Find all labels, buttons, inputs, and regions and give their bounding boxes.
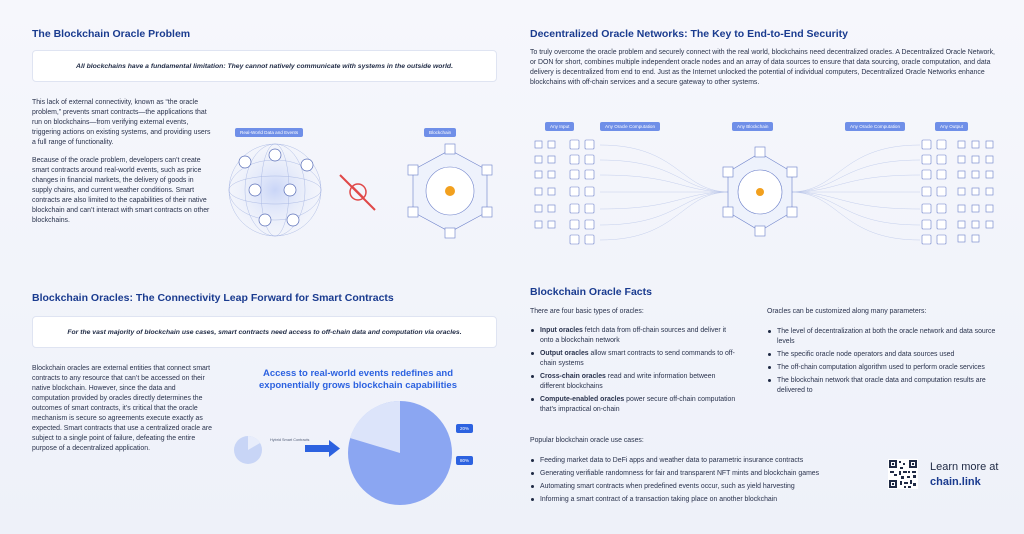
list-item: The blockchain network that oracle data … [767, 376, 999, 396]
oracle-problem-diagram [227, 142, 493, 239]
don-hexagon [722, 146, 798, 237]
facts-title: Blockchain Oracle Facts [530, 286, 652, 298]
blockchain-oracles-quote: For the vast majority of blockchain use … [32, 316, 497, 348]
world-sphere [227, 142, 323, 238]
qr-code-icon[interactable] [888, 459, 918, 489]
pct-badge-80: 80% [456, 456, 474, 465]
don-body: To truly overcome the oracle problem and… [530, 48, 1000, 96]
don-para: To truly overcome the oracle problem and… [530, 49, 995, 86]
use-cases-block: Popular blockchain oracle use cases: Fee… [530, 436, 880, 508]
pct-badge-20: 20% [456, 424, 474, 433]
blockchain-oracles-title: Blockchain Oracles: The Connectivity Lea… [32, 292, 394, 304]
capabilities-diagram [234, 400, 452, 505]
learn-more-text: Learn more at [930, 461, 999, 473]
output-node-grid [921, 139, 947, 245]
real-world-data-tag: Real-World Data and Events [235, 128, 304, 137]
use-cases-list: Feeding market data to DeFi apps and wea… [530, 456, 880, 505]
any-blockchain-tag: Any Blockchain [732, 122, 774, 131]
input-node-grid [569, 139, 595, 245]
blockchain-oracles-body: Blockchain oracles are external entities… [32, 364, 214, 462]
any-oracle-computation-tag-2: Any Oracle Computation [845, 122, 906, 131]
any-output-tag: Any Output [935, 122, 968, 131]
hybrid-label: Hybrid Smart Contracts [270, 438, 310, 442]
input-icons [534, 140, 556, 229]
any-oracle-computation-tag-1: Any Oracle Computation [600, 122, 661, 131]
blockchain-tag: Blockchain [424, 128, 457, 137]
list-item: Compute-enabled oracles power secure off… [530, 395, 740, 415]
oracle-params-list: The level of decentralization at both th… [767, 327, 999, 396]
oracle-params-intro: Oracles can be customized along many par… [767, 308, 927, 315]
use-cases-intro: Popular blockchain oracle use cases: [530, 437, 644, 444]
arrow-icon [305, 440, 340, 457]
list-item: The level of decentralization at both th… [767, 327, 999, 347]
oracle-problem-title: The Blockchain Oracle Problem [32, 28, 191, 40]
blocked-icon [339, 174, 376, 211]
list-item: The off-chain computation algorithm used… [767, 363, 999, 373]
don-title: Decentralized Oracle Networks: The Key t… [530, 28, 848, 40]
oracle-params-block: Oracles can be customized along many par… [767, 307, 999, 399]
oracle-problem-para1: This lack of external connectivity, know… [32, 99, 211, 146]
list-item: Automating smart contracts when predefin… [530, 482, 880, 492]
oracle-types-block: There are four basic types of oracles: I… [530, 307, 740, 418]
blockchain-oracles-para: Blockchain oracles are external entities… [32, 365, 213, 452]
list-item: Output oracles allow smart contracts to … [530, 349, 740, 369]
chainlink-link[interactable]: chain.link [930, 476, 981, 488]
list-item: Generating verifiable randomness for fai… [530, 469, 880, 479]
list-item: Informing a smart contract of a transact… [530, 495, 880, 505]
oracle-problem-para2: Because of the oracle problem, developer… [32, 157, 210, 224]
output-icons [957, 140, 994, 243]
capabilities-chart-title: Access to real-world events redefines an… [259, 368, 457, 391]
oracle-problem-quote: All blockchains have a fundamental limit… [32, 50, 497, 82]
oracle-types-intro: There are four basic types of oracles: [530, 308, 644, 315]
blockchain-hexagon [407, 143, 493, 239]
oracle-problem-body: This lack of external connectivity, know… [32, 98, 214, 234]
any-input-tag: Any Input [545, 122, 575, 131]
oracle-types-list: Input oracles fetch data from off-chain … [530, 326, 740, 415]
learn-more-block: Learn more at chain.link [930, 461, 998, 488]
list-item: Feeding market data to DeFi apps and wea… [530, 456, 880, 466]
list-item: The specific oracle node operators and d… [767, 350, 999, 360]
don-diagram [534, 139, 994, 245]
list-item: Input oracles fetch data from off-chain … [530, 326, 740, 346]
list-item: Cross-chain oracles read and write infor… [530, 372, 740, 392]
